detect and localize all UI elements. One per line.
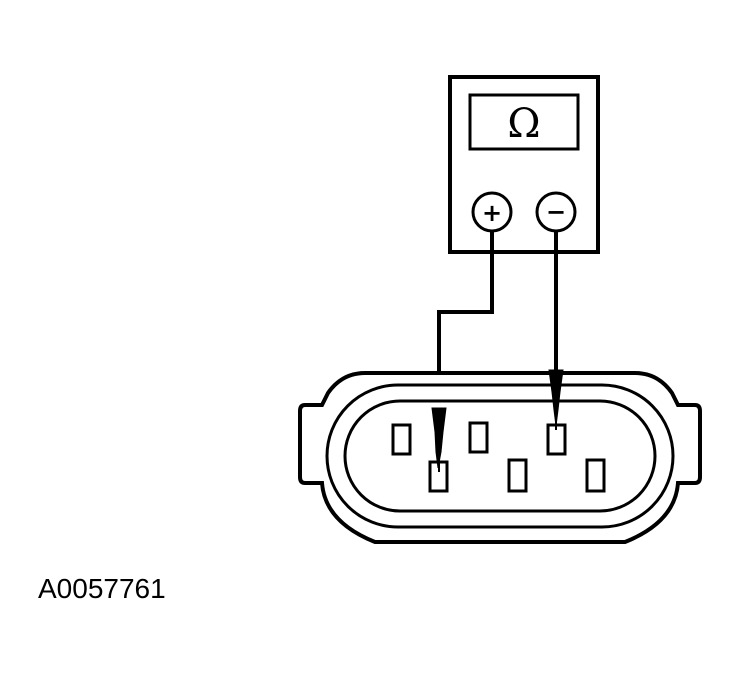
terminal-1 (391, 423, 412, 456)
negative-jack-label: − (546, 198, 566, 226)
terminal-5 (507, 458, 528, 493)
probe-tips (431, 369, 564, 472)
connector-pin-face (343, 399, 657, 513)
terminal-2 (468, 421, 489, 454)
test-leads (437, 231, 558, 408)
connector (298, 371, 702, 544)
ohmmeter-display (468, 93, 580, 151)
positive-jack-label: + (482, 199, 502, 227)
positive-lead-wire (437, 231, 494, 408)
terminal-6 (585, 458, 606, 493)
figure-id: A0057761 (38, 573, 166, 604)
ohmmeter: Ω + − (448, 75, 600, 254)
ohm-symbol: Ω (507, 101, 540, 147)
